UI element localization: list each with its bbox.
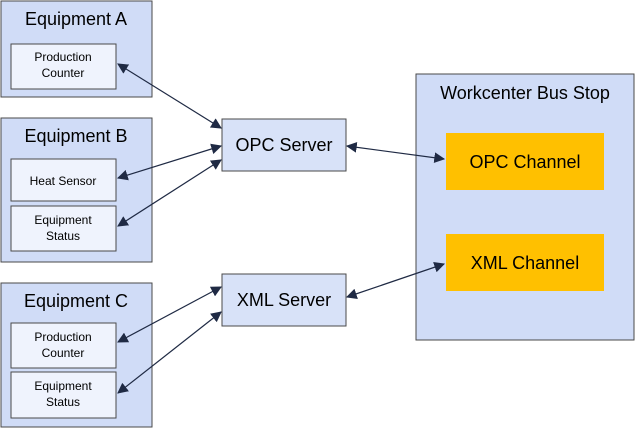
node-label-line1: Production (34, 50, 91, 64)
connector-a-counter-opc (117, 63, 222, 129)
connector-xml-channel (345, 262, 446, 299)
equipment-c-group: Equipment C Production Counter Equipment… (0, 282, 153, 428)
connector-c-status-xml (117, 311, 222, 394)
node-label-line2: Counter (42, 66, 85, 80)
opc-channel-label: OPC Channel (469, 152, 580, 172)
xml-server: XML Server (221, 273, 347, 327)
node-label-line2: Status (46, 229, 80, 243)
node-label-line2: Status (46, 395, 80, 409)
equipment-b-group: Equipment B Heat Sensor Equipment Status (0, 117, 153, 263)
equipment-c-production-counter: Production Counter (10, 322, 117, 369)
equipment-a-production-counter: Production Counter (10, 43, 117, 90)
node-label-line1: Production (34, 330, 91, 344)
connector-opc-channel (345, 141, 446, 164)
opc-channel: OPC Channel (446, 133, 604, 190)
node-label-line1: Equipment (34, 213, 92, 227)
workcenter-title: Workcenter Bus Stop (440, 83, 610, 103)
workcenter-bus-stop: Workcenter Bus Stop OPC Channel XML Chan… (415, 73, 635, 341)
equipment-b-equipment-status: Equipment Status (10, 205, 117, 252)
equipment-a-group: Equipment A Production Counter (0, 0, 153, 98)
equipment-c-equipment-status: Equipment Status (10, 371, 117, 419)
xml-channel: XML Channel (446, 234, 604, 291)
equipment-b-heat-sensor: Heat Sensor (10, 158, 117, 202)
connector-b-status-opc (117, 159, 222, 227)
connectors (116, 63, 446, 394)
equipment-c-title: Equipment C (24, 291, 128, 311)
opc-server: OPC Server (221, 118, 347, 172)
xml-channel-label: XML Channel (471, 253, 579, 273)
equipment-b-title: Equipment B (24, 126, 127, 146)
node-label-line1: Equipment (34, 379, 92, 393)
node-label-line2: Counter (42, 346, 85, 360)
equipment-a-title: Equipment A (25, 9, 127, 29)
xml-server-label: XML Server (237, 290, 331, 310)
node-label: Heat Sensor (30, 174, 97, 188)
opc-server-label: OPC Server (235, 135, 332, 155)
